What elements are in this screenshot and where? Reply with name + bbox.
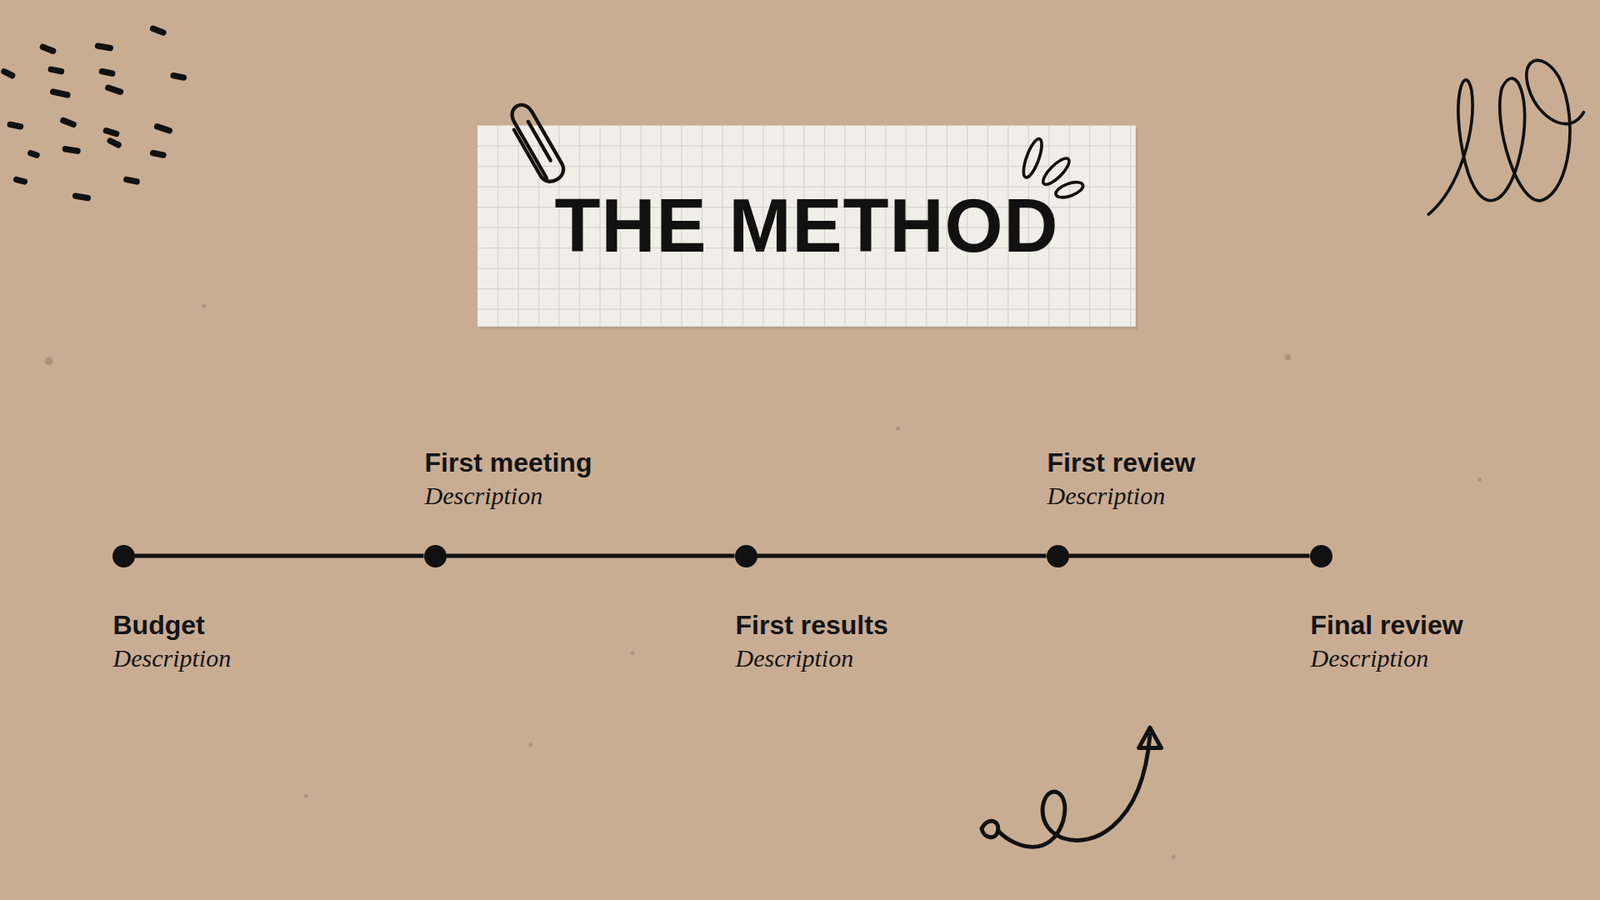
timeline-line — [757, 554, 1047, 559]
timeline-line — [135, 554, 425, 559]
milestone-label: First resultsDescription — [735, 609, 889, 675]
milestone-label: BudgetDescription — [113, 609, 232, 675]
milestone-heading: First results — [735, 609, 889, 641]
milestone-dot: First reviewDescription — [1046, 545, 1070, 568]
milestone-dot: First resultsDescription — [735, 545, 758, 568]
milestone-label: First meetingDescription — [425, 446, 593, 512]
milestone-heading: First review — [1047, 446, 1196, 479]
milestone-label: Final reviewDescription — [1310, 609, 1464, 675]
milestone-description: Description — [425, 480, 593, 512]
paper-specks — [45, 304, 1482, 860]
milestone-heading: Final review — [1310, 609, 1464, 641]
timeline-line — [446, 554, 735, 559]
milestone-description: Description — [113, 642, 232, 675]
milestone-dot: Final reviewDescription — [1310, 545, 1333, 568]
title-box: THE METHOD — [477, 125, 1136, 327]
milestone-heading: First meeting — [425, 446, 593, 479]
milestone-description: Description — [735, 642, 889, 675]
grid-paper — [477, 125, 1138, 330]
slide-title: THE METHOD — [555, 183, 1060, 270]
dash-doodle — [4, 28, 185, 198]
milestone-description: Description — [1310, 642, 1464, 675]
milestone-heading: Budget — [113, 609, 232, 641]
loop-doodle — [1428, 60, 1584, 215]
milestone-description: Description — [1047, 480, 1196, 512]
timeline-line — [1069, 554, 1310, 559]
milestone-label: First reviewDescription — [1047, 446, 1196, 512]
milestone-dot: BudgetDescription — [112, 545, 135, 568]
paperclip — [504, 100, 568, 186]
curly-arrow — [981, 727, 1162, 847]
milestone-dot: First meetingDescription — [424, 545, 447, 568]
